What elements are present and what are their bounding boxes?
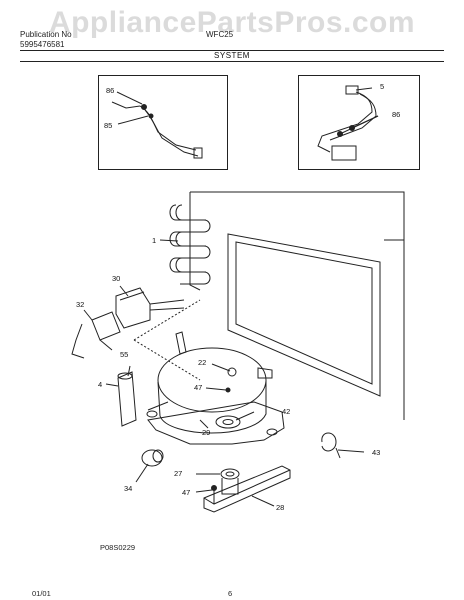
callout-30: 30 (112, 274, 121, 283)
harness-connector (193, 147, 203, 159)
header-rule-bottom (20, 61, 444, 62)
callout-86-left: 86 (106, 86, 115, 95)
watermark-text: AppliancePartsPros.com (48, 6, 416, 39)
drier-inlet (127, 365, 131, 377)
callout-43: 43 (372, 448, 381, 457)
clamp-43-tail (335, 447, 341, 459)
cabinet-outline-left (189, 192, 201, 291)
inset-box-left (98, 75, 228, 170)
header-rule-top (20, 50, 444, 51)
harness-wire-c (144, 109, 199, 157)
screw-47-upper (225, 387, 231, 393)
floor-guide (133, 299, 201, 381)
leader-22 (211, 363, 231, 372)
right-clip-b (337, 131, 343, 137)
condenser-coil-inner (175, 204, 206, 273)
callout-22: 22 (198, 358, 207, 367)
leader-30 (119, 285, 129, 297)
clamp-43 (321, 432, 337, 452)
right-harness-wire-b (329, 93, 377, 141)
leader-32 (83, 309, 93, 321)
leader-34 (135, 463, 149, 483)
leader-42 (235, 411, 255, 421)
bushing-27-inner (225, 471, 235, 477)
harness-wire-a (111, 101, 141, 109)
leader-86-left (116, 91, 143, 105)
callout-1: 1 (152, 236, 157, 245)
footer-date: 01/01 (32, 589, 51, 598)
screw-47-lower-head (211, 485, 217, 491)
grommet-34 (141, 449, 163, 467)
publication-number: 5995476581 (20, 40, 65, 49)
leader-47-lower (195, 489, 213, 493)
leader-47-upper (205, 387, 227, 391)
harness-clip-86 (141, 104, 147, 110)
bushing-27 (220, 468, 240, 480)
leader-29 (199, 419, 209, 429)
grommet-34-hole (152, 449, 164, 463)
mounting-bracket-28 (203, 465, 291, 513)
section-title: SYSTEM (214, 51, 250, 60)
cabinet-back-opening-inner (235, 241, 373, 385)
page-number: 6 (228, 589, 233, 598)
compressor-base (147, 401, 285, 445)
leader-1 (159, 239, 179, 242)
compressor-tube-top (175, 331, 187, 355)
relay-wire-a (149, 299, 185, 305)
callout-85: 85 (104, 121, 113, 130)
callout-47-upper: 47 (194, 383, 203, 392)
callout-27: 27 (174, 469, 183, 478)
wire-32 (71, 323, 85, 359)
callout-86-right: 86 (392, 110, 401, 119)
filter-drier (117, 371, 137, 427)
grommet-right (266, 428, 278, 436)
callout-4: 4 (98, 380, 103, 389)
grommet-left (146, 410, 158, 418)
leader-43 (337, 449, 365, 453)
leader-28 (251, 495, 275, 507)
callout-32: 32 (76, 300, 85, 309)
inset-box-right (298, 75, 420, 170)
callout-5: 5 (380, 82, 385, 91)
bushing-27-body (221, 478, 239, 495)
compressor-tube-side (257, 367, 273, 379)
compressor-body (157, 380, 267, 434)
relay-top-edge (119, 291, 145, 301)
relay-body (115, 287, 151, 329)
leader-5 (355, 87, 373, 91)
callout-34: 34 (124, 484, 133, 493)
cabinet-outline-right (190, 191, 405, 420)
grommet-42 (215, 415, 241, 429)
publication-label: Publication No (20, 30, 72, 39)
right-inset-connector-bottom (331, 145, 357, 161)
leader-55 (99, 339, 113, 351)
harness-wire-b (139, 105, 197, 151)
callout-28: 28 (276, 503, 285, 512)
terminal-22 (227, 367, 237, 377)
callout-47-lower: 47 (182, 488, 191, 497)
relay-wire-b (149, 307, 185, 311)
callout-42: 42 (282, 407, 291, 416)
callout-55: 55 (120, 350, 129, 359)
leader-86-right-b (341, 115, 379, 134)
figure-code: P08S0229 (100, 543, 136, 552)
model-number: WFC25 (206, 30, 234, 39)
overload-protector (91, 311, 121, 341)
mounting-bracket-edge (203, 469, 291, 505)
cabinet-back-opening (227, 233, 381, 397)
harness-clip-85 (148, 113, 154, 119)
grommet-42-inner (222, 419, 234, 425)
callout-29: 29 (202, 428, 211, 437)
filter-drier-cap (117, 372, 133, 380)
leader-85 (117, 115, 149, 125)
leader-4 (105, 383, 119, 387)
